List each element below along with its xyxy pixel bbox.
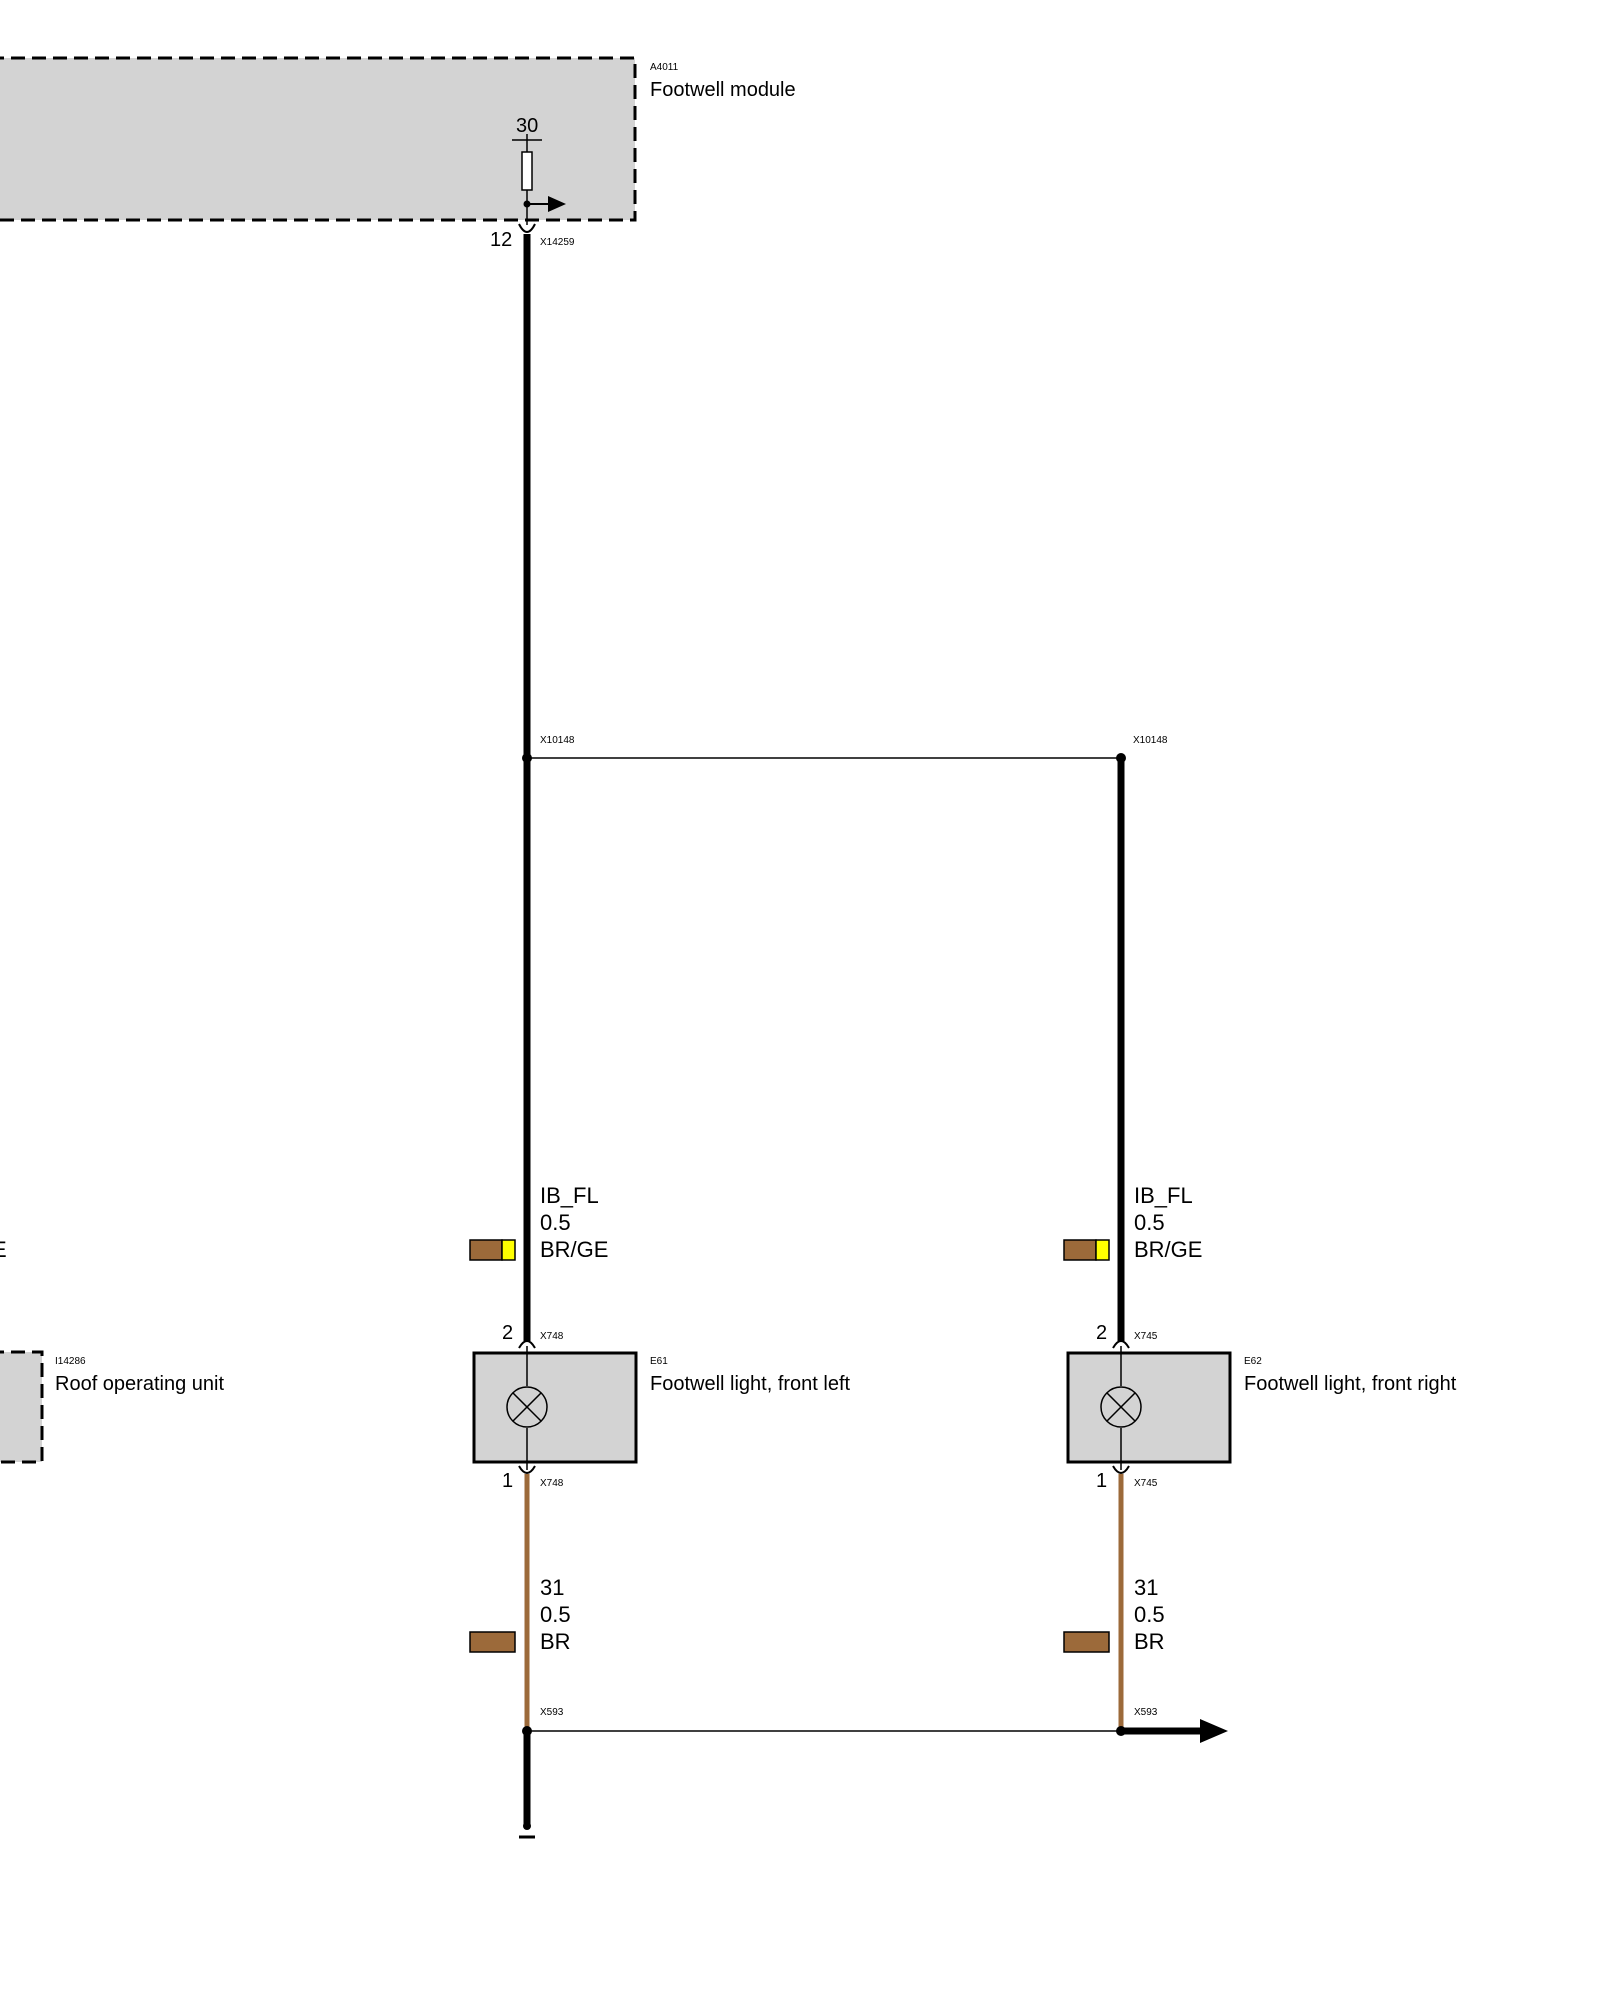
wire-left-upper-signal: IB_FL xyxy=(540,1183,599,1208)
wire-right-lower-color: BR xyxy=(1134,1629,1165,1654)
cut-off-wire-color-fragment: E xyxy=(0,1237,7,1262)
connector-x748-top-icon xyxy=(518,1340,536,1349)
footwell-light-left-box[interactable] xyxy=(472,1351,638,1464)
pin-12-label: 12 xyxy=(490,229,512,251)
splice-x10148-right-label: X10148 xyxy=(1133,735,1168,746)
e62-pin-2-label: 2 xyxy=(1096,1322,1107,1344)
lamp-left-icon xyxy=(506,1386,548,1428)
footwell-light-right-box[interactable] xyxy=(1066,1351,1232,1464)
splice-x593-left-label: X593 xyxy=(540,1707,564,1718)
wire-right-lower-signal: 31 xyxy=(1134,1575,1158,1600)
e61-pin-2-label: 2 xyxy=(502,1322,513,1344)
wire-color-swatch-br-ge-right xyxy=(1063,1239,1110,1261)
roof-operating-unit-name: Roof operating unit xyxy=(55,1373,224,1395)
wire-color-swatch-br-left xyxy=(469,1631,516,1653)
connector-x748-top-label: X748 xyxy=(540,1331,564,1342)
wire-right-lower-gauge: 0.5 xyxy=(1134,1602,1165,1627)
footwell-module-box[interactable] xyxy=(0,56,637,222)
footwell-module-name: Footwell module xyxy=(650,79,796,101)
wire-left-lower-signal: 31 xyxy=(540,1575,564,1600)
continuation-arrow-right-icon[interactable] xyxy=(1121,1719,1228,1743)
splice-x593-right-label: X593 xyxy=(1134,1707,1158,1718)
wire-right-upper-signal: IB_FL xyxy=(1134,1183,1193,1208)
wire-right-upper-gauge: 0.5 xyxy=(1134,1210,1165,1235)
wire-right-upper-color: BR/GE xyxy=(1134,1237,1202,1262)
footwell-light-right-name: Footwell light, front right xyxy=(1244,1373,1457,1395)
connector-x745-top-label: X745 xyxy=(1134,1331,1158,1342)
roof-operating-unit-box[interactable] xyxy=(0,1350,44,1464)
wire-left-upper-gauge: 0.5 xyxy=(540,1210,571,1235)
wire-left-lower-color: BR xyxy=(540,1629,571,1654)
terminal-30-label: 30 xyxy=(516,115,538,137)
ground-symbol-icon xyxy=(519,1822,535,1839)
connector-x748-bottom-icon xyxy=(518,1465,536,1474)
wire-color-swatch-br-ge-left xyxy=(469,1239,516,1261)
terminal-30-fuse-icon xyxy=(512,134,566,225)
connector-x14259-icon xyxy=(518,223,536,233)
splice-x10148-left-label: X10148 xyxy=(540,735,575,746)
wire-left-lower-gauge: 0.5 xyxy=(540,1602,571,1627)
e62-pin-1-label: 1 xyxy=(1096,1470,1107,1492)
footwell-light-left-id: E61 xyxy=(650,1356,668,1367)
connector-x748-bottom-label: X748 xyxy=(540,1478,564,1489)
footwell-module-id: A4011 xyxy=(650,62,679,73)
lamp-right-icon xyxy=(1100,1386,1142,1428)
footwell-light-left-name: Footwell light, front left xyxy=(650,1373,851,1395)
e61-pin-1-label: 1 xyxy=(502,1470,513,1492)
wire-color-swatch-br-right xyxy=(1063,1631,1110,1653)
footwell-light-right-id: E62 xyxy=(1244,1356,1262,1367)
connector-x745-top-icon xyxy=(1112,1340,1130,1349)
connector-x745-bottom-label: X745 xyxy=(1134,1478,1158,1489)
wire-left-upper-color: BR/GE xyxy=(540,1237,608,1262)
connector-x14259-label: X14259 xyxy=(540,237,575,248)
roof-operating-unit-id: I14286 xyxy=(55,1356,86,1367)
connector-x745-bottom-icon xyxy=(1112,1465,1130,1474)
